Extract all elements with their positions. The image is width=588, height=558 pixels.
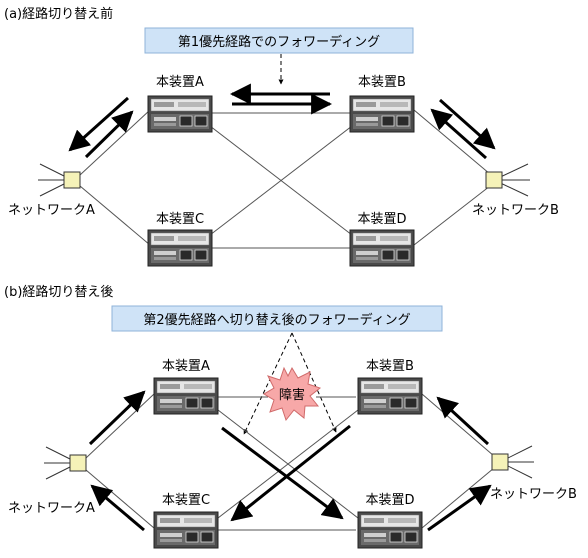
network-b-hub-bottom	[491, 445, 534, 479]
forwarding-arrows-a	[68, 83, 496, 160]
device-b-top	[349, 95, 415, 133]
device-d-label-top: 本装置D	[357, 212, 406, 227]
device-a-label-top: 本装置A	[156, 75, 204, 90]
section-a-title: (a)経路切り替え前	[4, 6, 113, 22]
network-b-label-top: ネットワークB	[472, 203, 559, 218]
device-a-label-bottom: 本装置A	[162, 359, 210, 374]
banner-pointer-b	[243, 332, 337, 435]
device-b-bottom	[357, 377, 423, 415]
device-b-label-bottom: 本装置B	[366, 359, 414, 374]
network-a-label-top: ネットワークA	[8, 203, 95, 218]
device-a-bottom	[153, 377, 219, 415]
section-b-title: (b)経路切り替え後	[4, 284, 113, 300]
section-a-banner-box	[144, 27, 414, 54]
device-d-top	[349, 229, 415, 267]
section-b-banner: 第2優先経路へ切り替え後のフォワーディング	[143, 312, 410, 328]
device-c-top	[147, 229, 213, 267]
network-a-label-bottom: ネットワークA	[8, 501, 95, 516]
device-d-bottom	[357, 511, 423, 549]
device-d-label-bottom: 本装置D	[365, 493, 414, 508]
device-b-label-top: 本装置B	[358, 75, 406, 90]
network-a-hub-bottom	[44, 446, 87, 480]
device-c-bottom	[153, 511, 219, 549]
device-c-label-bottom: 本装置C	[162, 493, 210, 508]
device-a-top	[147, 95, 213, 133]
section-a-banner: 第1優先経路でのフォワーディング	[178, 34, 380, 50]
network-b-label-bottom: ネットワークB	[490, 487, 577, 502]
network-b-hub-top	[485, 163, 530, 197]
forwarding-arrows-b	[88, 390, 492, 532]
fault-label: 障害	[279, 387, 305, 403]
network-a-hub-top	[38, 163, 81, 197]
section-b-banner-box	[111, 305, 443, 332]
fault-burst-icon	[263, 366, 322, 422]
links-a	[79, 109, 491, 249]
device-c-label-top: 本装置C	[156, 212, 204, 227]
